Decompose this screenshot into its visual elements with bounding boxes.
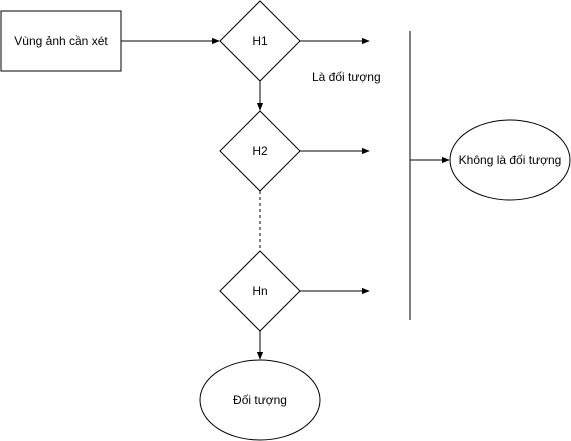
decision-hn-label: Hn — [252, 284, 267, 298]
reject-ellipse — [449, 119, 571, 201]
reject-node: Không là đối tượng — [449, 119, 571, 201]
edge-label-is-object: Là đối tượng — [312, 70, 381, 84]
input-region-label: Vùng ảnh cần xét — [14, 34, 108, 48]
accept-node: Đối tượng — [199, 359, 321, 441]
accept-label: Đối tượng — [233, 393, 287, 407]
input-region-node: Vùng ảnh cần xét — [0, 10, 122, 72]
decision-hn: Hn — [219, 250, 301, 332]
input-region-box — [0, 10, 122, 72]
decision-h1-label: H1 — [252, 34, 268, 48]
accept-ellipse — [199, 359, 321, 441]
reject-label: Không là đối tượng — [459, 153, 562, 167]
decision-h2-label: H2 — [252, 144, 268, 158]
decision-h2: H2 — [219, 110, 301, 192]
decision-h1: H1 — [219, 0, 301, 82]
